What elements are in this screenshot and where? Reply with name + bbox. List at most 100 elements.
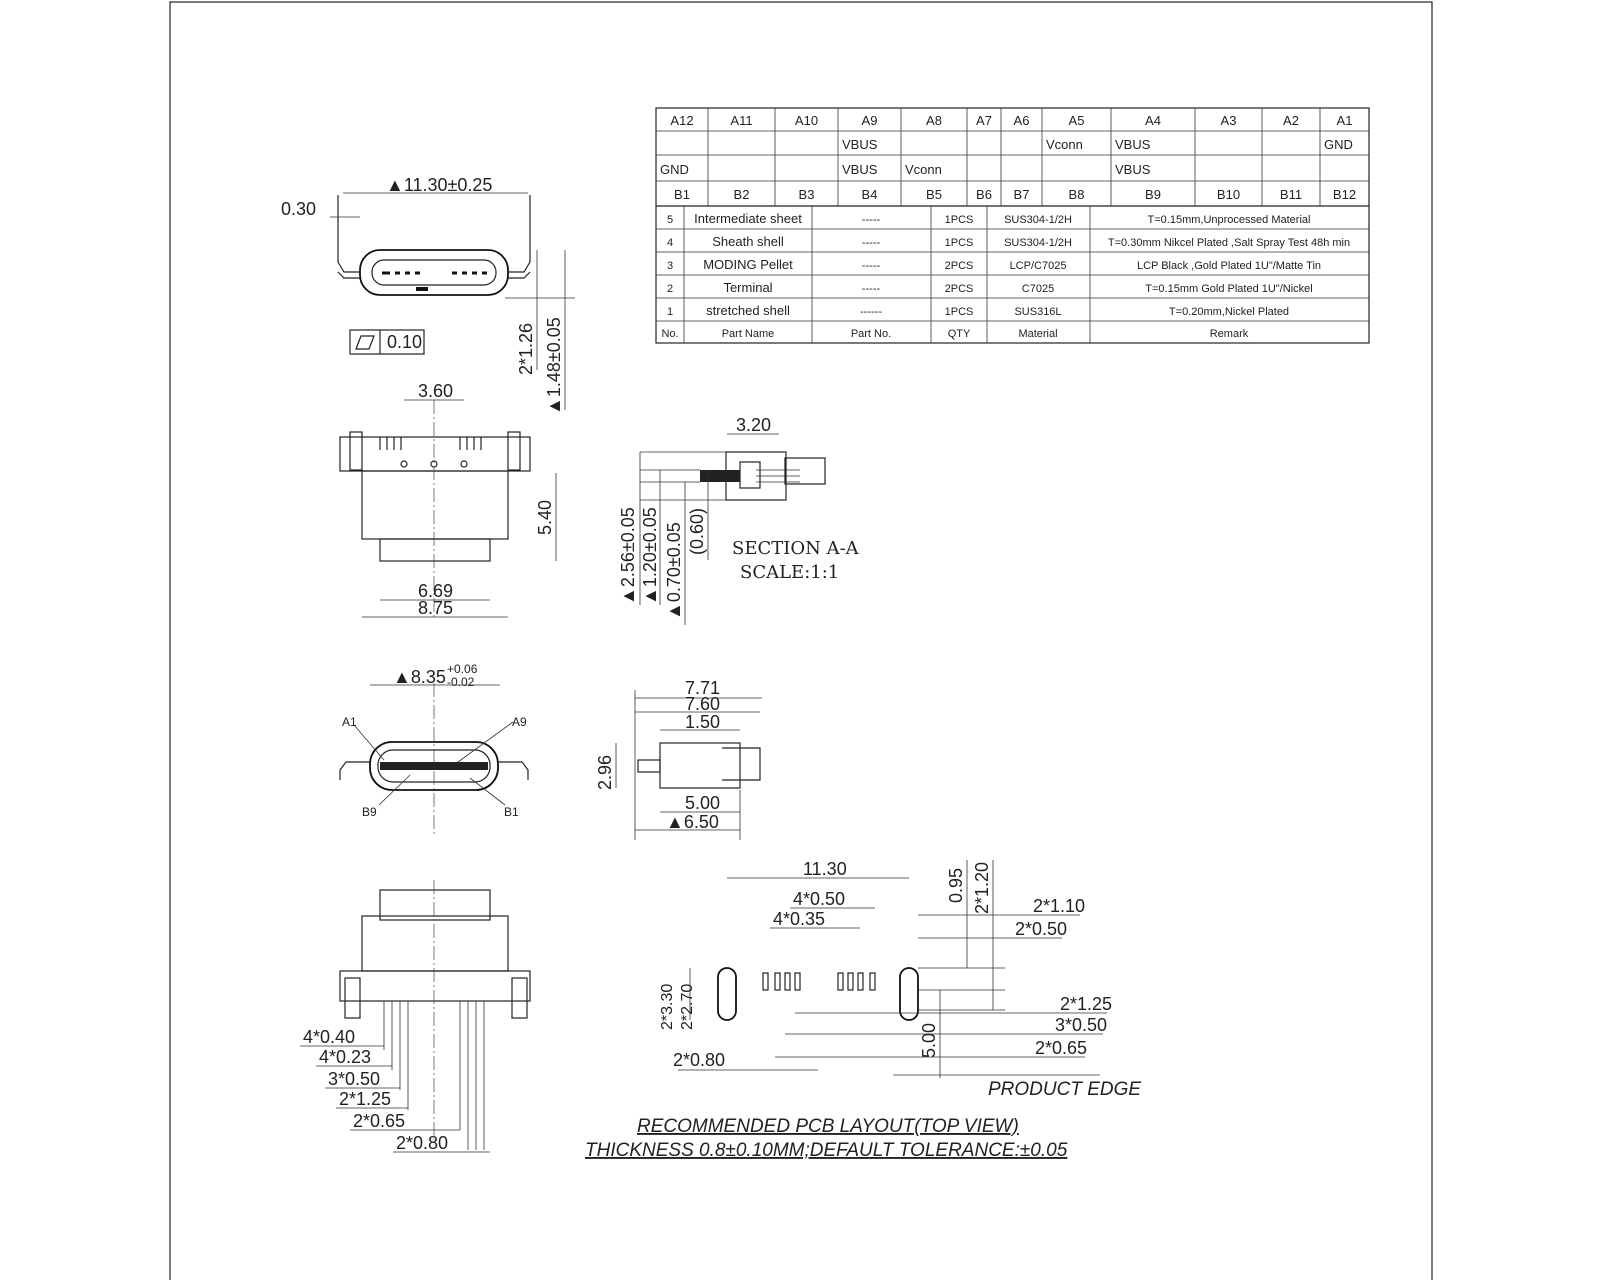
pcb-2x110: 2*1.10	[1033, 896, 1085, 916]
side-d3: 1.50	[685, 712, 720, 732]
bom-part-name: stretched shell	[706, 303, 790, 318]
label-b9: B9	[362, 805, 377, 819]
bottom-d3: 3*0.50	[328, 1069, 380, 1089]
bottom-d2: 4*0.23	[319, 1047, 371, 1067]
bom-part-name: Sheath shell	[712, 234, 784, 249]
pin-label-b: B10	[1217, 187, 1240, 202]
bom-part-name: Intermediate sheet	[694, 211, 802, 226]
mating-tol-minus: -0.02	[447, 675, 475, 689]
label-a9: A9	[512, 715, 527, 729]
outer-width-dim: 8.75	[418, 598, 453, 618]
side-d2: 7.60	[685, 694, 720, 714]
pin-signal-a: GND	[1324, 137, 1353, 152]
pin-label-a: A9	[862, 113, 878, 128]
bom-part-no: -----	[862, 237, 881, 249]
bottom-d5: 2*0.65	[353, 1111, 405, 1131]
section-view: 3.20 ▲2.56±0.05 ▲1.20±0.05 ▲0.70±0.05 (0…	[618, 415, 860, 625]
pin-label-b: B5	[926, 187, 942, 202]
bom-remark: LCP Black ,Gold Plated 1U"/Matte Tin	[1137, 260, 1321, 272]
bom-material: SUS316L	[1014, 306, 1061, 318]
bom-no: 4	[667, 237, 673, 249]
bom-qty: 2PCS	[945, 283, 974, 295]
pcb-500: 5.00	[919, 1023, 939, 1058]
bom-material: SUS304-1/2H	[1004, 237, 1072, 249]
pin-signal-b: GND	[660, 162, 689, 177]
section-title: SECTION A-A	[732, 538, 860, 559]
bom-header-no: No.	[661, 328, 678, 340]
height-dim-2: ▲1.48±0.05	[544, 317, 564, 415]
pin-pitch-dim: 3.60	[418, 381, 453, 401]
bom-qty: 2PCS	[945, 260, 974, 272]
flatness-value: 0.10	[387, 332, 422, 352]
front-width-dim: ▲11.30±0.25	[386, 175, 492, 195]
bom-header-material: Material	[1018, 328, 1057, 340]
bom-header-part-no: Part No.	[851, 328, 891, 340]
bom-remark: T=0.15mm,Unprocessed Material	[1148, 214, 1311, 226]
bom-remark: T=0.20mm,Nickel Plated	[1169, 306, 1289, 318]
pin-label-b: B11	[1280, 187, 1302, 202]
depth-dim: 5.40	[535, 500, 555, 535]
label-b1: B1	[504, 805, 519, 819]
bom-header-qty: QTY	[948, 328, 971, 340]
side-d6: ▲6.50	[666, 812, 719, 832]
bom-material: LCP/C7025	[1010, 260, 1067, 272]
pin-label-a: A10	[795, 113, 818, 128]
pin-signal-a: VBUS	[842, 137, 878, 152]
bom-remark: T=0.30mm Nikcel Plated ,Salt Spray Test …	[1108, 237, 1350, 249]
pin-label-a: A6	[1014, 113, 1030, 128]
bottom-d1: 4*0.40	[303, 1027, 355, 1047]
mating-view: ▲8.35 +0.06 -0.02 A1 A9 B9 B1	[339, 662, 529, 835]
bom-part-no: ------	[860, 306, 882, 318]
pcb-4x035: 4*0.35	[773, 909, 825, 929]
pcb-title: RECOMMENDED PCB LAYOUT(TOP VIEW)	[637, 1116, 1019, 1137]
bom-qty: 1PCS	[945, 237, 974, 249]
pin-label-b: B9	[1145, 187, 1161, 202]
pcb-2x120: 2*1.20	[972, 862, 992, 914]
bom-part-no: -----	[862, 260, 881, 272]
product-edge-label: PRODUCT EDGE	[988, 1079, 1141, 1100]
pin-label-a: A12	[670, 113, 693, 128]
pcb-095: 0.95	[946, 868, 966, 903]
bottom-d4: 2*1.25	[339, 1089, 391, 1109]
pin-label-a: A5	[1069, 113, 1085, 128]
bom-material: C7025	[1022, 283, 1054, 295]
pin-label-b: B4	[862, 187, 878, 202]
pcb-2x050: 2*0.50	[1015, 919, 1067, 939]
bottom-d6: 2*0.80	[396, 1133, 448, 1153]
height-dim-1: 2*1.26	[516, 323, 536, 375]
bom-part-no: -----	[862, 283, 881, 295]
pin-label-a: A11	[730, 113, 752, 128]
front-view: ▲11.30±0.25 0.30 0.10 2*1.26 ▲1.48±0.05	[281, 175, 575, 415]
bom-part-no: -----	[862, 214, 881, 226]
section-h3: ▲0.70±0.05	[664, 522, 684, 620]
shell-thickness-dim: 0.30	[281, 199, 316, 219]
sheet-border	[169, 1, 1433, 1285]
pin-label-a: A4	[1145, 113, 1161, 128]
pin-label-b: B8	[1069, 187, 1085, 202]
section-h1: ▲2.56±0.05	[618, 507, 638, 605]
pin-signal-a: Vconn	[1046, 137, 1083, 152]
pin-label-b: B1	[674, 187, 690, 202]
pin-label-a: A8	[926, 113, 942, 128]
bom-remark: T=0.15mm Gold Plated 1U"/Nickel	[1145, 283, 1312, 295]
pin-label-b: B12	[1333, 187, 1356, 202]
bom-header-name: Part Name	[722, 328, 775, 340]
pin-label-a: A1	[1337, 113, 1353, 128]
pcb-width: 11.30	[803, 859, 847, 879]
pcb-2x125: 2*1.25	[1060, 994, 1112, 1014]
pin-signal-a: VBUS	[1115, 137, 1151, 152]
section-length-dim: 3.20	[736, 415, 771, 435]
pin-label-a: A2	[1283, 113, 1299, 128]
pcb-3x050: 3*0.50	[1055, 1015, 1107, 1035]
pcb-subtitle: THICKNESS 0.8±0.10MM;DEFAULT TOLERANCE:±…	[585, 1140, 1068, 1161]
pin-label-a: A3	[1221, 113, 1237, 128]
side-d4: 2.96	[595, 755, 615, 790]
pcb-layout: 11.30 4*0.50 4*0.35 0.95 2*1.20 2*1.10 2…	[585, 859, 1141, 1161]
mating-tol-plus: +0.06	[447, 662, 478, 676]
side-d1: 7.71	[685, 678, 720, 698]
bom-part-name: MODING Pellet	[703, 257, 793, 272]
section-h4: (0.60)	[687, 508, 707, 555]
pcb-2x080: 2*0.80	[673, 1050, 725, 1070]
